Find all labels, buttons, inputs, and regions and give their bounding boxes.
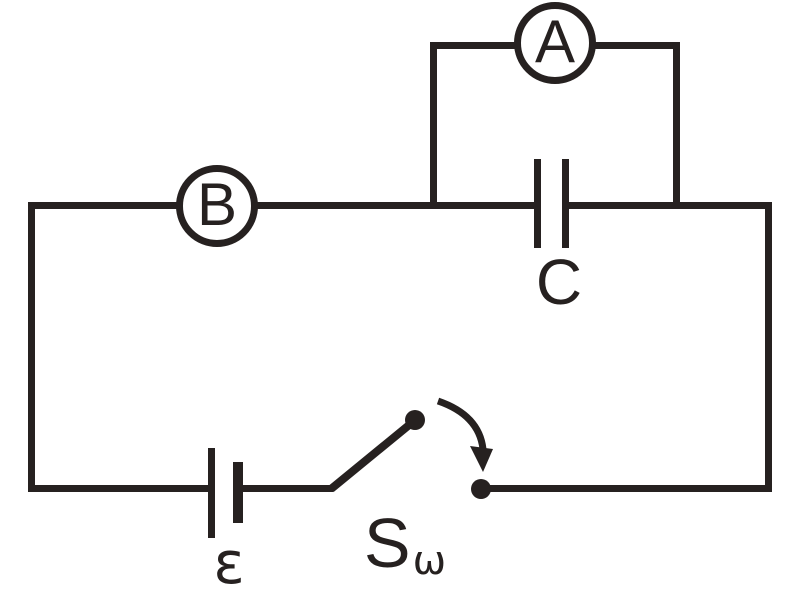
ammeter-a: A — [514, 2, 596, 84]
wire-top-left-segment — [28, 202, 538, 209]
switch-arrow-icon — [436, 397, 487, 450]
capacitor-left-plate — [534, 159, 541, 248]
ammeter-a-label: A — [534, 8, 576, 75]
wire-top-right-segment — [565, 202, 772, 209]
capacitor-right-plate — [562, 159, 569, 248]
wire-bottom-middle-segment — [243, 485, 333, 492]
switch-arm — [328, 417, 417, 493]
switch-label-subscript: ω — [412, 538, 447, 584]
wire-bottom-left-segment — [28, 485, 212, 492]
battery-long-plate — [208, 448, 215, 538]
wire-left-side — [28, 202, 35, 492]
emf-label: ε — [213, 529, 245, 593]
wire-right-side — [765, 202, 772, 492]
wire-branch-left — [430, 42, 437, 209]
wire-branch-right — [673, 42, 680, 209]
switch-label: Sω — [364, 508, 446, 581]
battery-short-plate — [233, 462, 243, 523]
wire-bottom-right-segment — [480, 485, 772, 492]
switch-arm-dot — [405, 410, 425, 430]
switch-contact-dot — [471, 479, 491, 499]
meter-b-label: B — [196, 171, 238, 238]
switch-label-name: S — [363, 504, 411, 582]
capacitor-label: C — [535, 246, 583, 318]
switch-arrowhead-icon — [470, 446, 493, 472]
meter-b: B — [176, 165, 258, 247]
